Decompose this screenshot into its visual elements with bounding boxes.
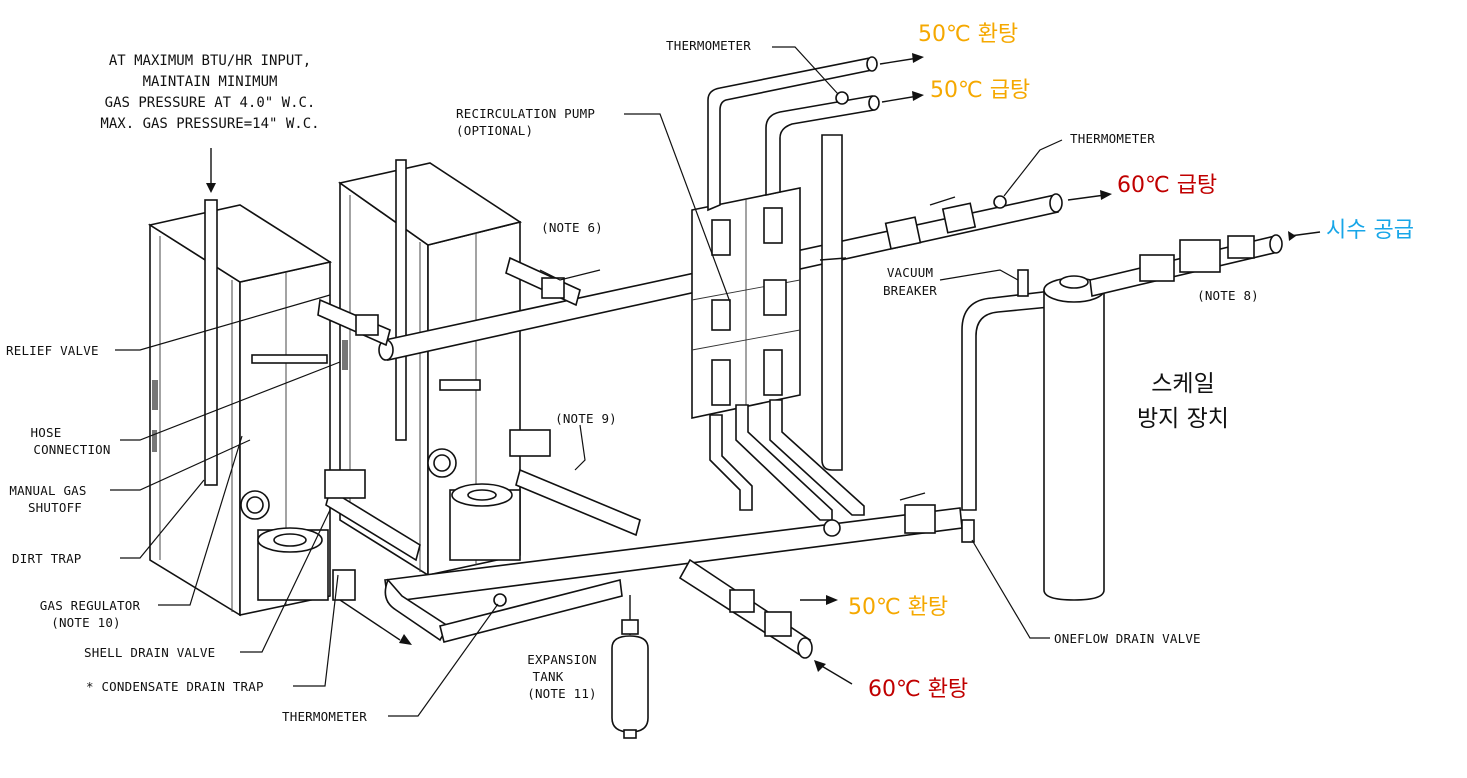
risers xyxy=(707,53,924,471)
manual-gas-shutoff-label-2: SHUTOFF xyxy=(28,500,82,515)
scale-prevention-device xyxy=(961,231,1321,601)
gas-pressure-note: AT MAXIMUM BTU/HR INPUT, MAINTAIN MINIMU… xyxy=(100,53,319,132)
thermometer-right-label: THERMOMETER xyxy=(1070,131,1155,146)
return-lines xyxy=(709,399,865,521)
expansion-tank xyxy=(611,635,649,733)
recirculation-pump-label-2: (OPTIONAL) xyxy=(456,123,533,138)
vacuum-breaker-label-2: BREAKER xyxy=(883,283,937,298)
supply-60-label: 60℃ 급탕 xyxy=(1117,173,1217,198)
return-60-label: 60℃ 환탕 xyxy=(868,677,968,702)
relief-valve-label: RELIEF VALVE xyxy=(6,343,99,358)
note-8-label: (NOTE 8) xyxy=(1197,288,1259,303)
oneflow-drain-valve-label: ONEFLOW DRAIN VALVE xyxy=(1054,631,1201,646)
water-heater-left xyxy=(147,148,333,617)
gas-note-line-3: GAS PRESSURE AT 4.0" W.C. xyxy=(105,95,316,111)
gas-pipe-left xyxy=(204,199,218,486)
scale-device-label-1: 스케일 xyxy=(1151,371,1214,397)
expansion-tank-label-3: (NOTE 11) xyxy=(527,686,597,701)
expansion-tank-label-2: TANK xyxy=(533,669,564,684)
gas-note-line-4: MAX. GAS PRESSURE=14" W.C. xyxy=(100,116,319,132)
return-header xyxy=(324,429,963,739)
manual-gas-shutoff-label-1: MANUAL GAS xyxy=(9,483,86,498)
shell-drain-valve-label: SHELL DRAIN VALVE xyxy=(84,645,215,660)
supply-60-arrow xyxy=(1067,194,1106,201)
thermometer-top-label: THERMOMETER xyxy=(666,38,751,53)
recirculation-pump-label-1: RECIRCULATION PUMP xyxy=(456,106,595,121)
leader-lines xyxy=(110,46,1063,717)
hose-connection-label-1: HOSE xyxy=(31,425,62,440)
return-50-top-label: 50℃ 환탕 xyxy=(918,22,1018,47)
hose-connection-label-2: CONNECTION xyxy=(33,442,110,457)
cold-water-supply-label: 시수 공급 xyxy=(1326,218,1414,243)
gas-regulator-label-2: (NOTE 10) xyxy=(51,615,121,630)
thermometer-bottom-label: THERMOMETER xyxy=(282,709,367,724)
gas-note-line-1: AT MAXIMUM BTU/HR INPUT, xyxy=(109,53,311,69)
recirculation-panel xyxy=(691,187,801,419)
condensate-drain-trap-label: * CONDENSATE DRAIN TRAP xyxy=(86,679,264,694)
dirt-trap-label: DIRT TRAP xyxy=(12,551,82,566)
gas-regulator-label-1: GAS REGULATOR xyxy=(40,598,141,613)
note-6-label: (NOTE 6) xyxy=(541,220,603,235)
expansion-tank-label-1: EXPANSION xyxy=(527,652,597,667)
scale-device-label-2: 방지 장치 xyxy=(1137,406,1229,432)
gas-note-line-2: MAINTAIN MINIMUM xyxy=(143,74,278,90)
vacuum-breaker-label-1: VACUUM xyxy=(887,265,933,280)
return-50-bottom-label: 50℃ 환탕 xyxy=(848,595,948,620)
note-9-label: (NOTE 9) xyxy=(555,411,617,426)
supply-50-label: 50℃ 급탕 xyxy=(930,78,1030,103)
